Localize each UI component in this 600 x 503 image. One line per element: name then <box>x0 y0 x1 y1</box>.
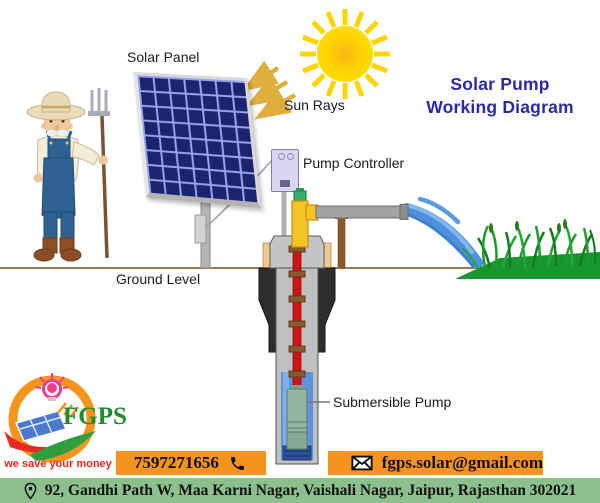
pipe-gray-horizontal <box>315 205 407 219</box>
well-block-right <box>318 242 332 302</box>
controller-screen <box>280 180 290 187</box>
email-segment: fgps.solar@gmail.com <box>351 453 543 473</box>
well-block-left <box>262 242 276 302</box>
pipe-outlet-end <box>399 204 409 220</box>
pipe-yellow-elbow <box>305 204 319 221</box>
submersible-pump <box>286 385 308 450</box>
location-pin-icon <box>24 482 37 500</box>
ground-level-label: Ground Level <box>116 271 201 287</box>
grass <box>455 219 600 279</box>
company-logo: FGPS we save your money <box>0 371 127 475</box>
pump-controller-box <box>271 149 299 192</box>
sun-icon <box>300 9 390 99</box>
support-post <box>337 216 346 269</box>
farmer-illustration <box>26 88 110 262</box>
well-water <box>281 372 313 460</box>
controller-leds <box>278 153 294 160</box>
outlet-pipes <box>291 188 409 248</box>
title-line1: Solar Pump <box>450 74 550 94</box>
logo-panel <box>14 402 79 442</box>
phone-icon <box>231 456 244 470</box>
phone-number: 7597271656 <box>133 453 219 472</box>
title-line2: Working Diagram <box>426 97 574 118</box>
controller-led <box>287 153 294 160</box>
logo-leaf-swoosh <box>30 431 96 461</box>
email-address: fgps.solar@gmail.com <box>381 453 543 472</box>
phone-segment: 7597271656 <box>115 453 265 473</box>
sun-rays-label: Sun Rays <box>284 97 345 113</box>
address-text: 92, Gandhi Path W, Maa Karni Nagar, Vais… <box>44 481 577 499</box>
submersible-pump-label: Submersible Pump <box>333 394 452 410</box>
logo-artwork <box>4 373 96 463</box>
solar-panel-label: Solar Panel <box>127 49 200 65</box>
riser-pipe-red <box>292 242 302 392</box>
post-cap <box>335 214 348 219</box>
pipe-couplings <box>288 245 306 378</box>
controller-led <box>278 153 285 160</box>
pipe-yellow-vertical <box>291 200 309 248</box>
bulb-icon <box>34 373 70 401</box>
diagram-title: Solar Pump Working Diagram <box>410 73 590 119</box>
well-casing-inner <box>275 267 319 465</box>
envelope-icon <box>351 455 373 471</box>
solar-panel <box>133 72 262 208</box>
well-casing-black <box>258 267 336 353</box>
logo-tagline: we save your money <box>4 458 112 470</box>
valve-green <box>293 190 307 203</box>
pump-controller-label: Pump Controller <box>303 155 405 171</box>
address-bar: 92, Gandhi Path W, Maa Karni Nagar, Vais… <box>0 478 600 503</box>
logo-text: FGPS <box>63 403 127 430</box>
well-headworks <box>269 235 325 269</box>
water-stream <box>401 196 483 269</box>
contact-bar: 7597271656 fgps.solar@gmail.com <box>105 451 543 475</box>
junction-box <box>194 214 207 244</box>
